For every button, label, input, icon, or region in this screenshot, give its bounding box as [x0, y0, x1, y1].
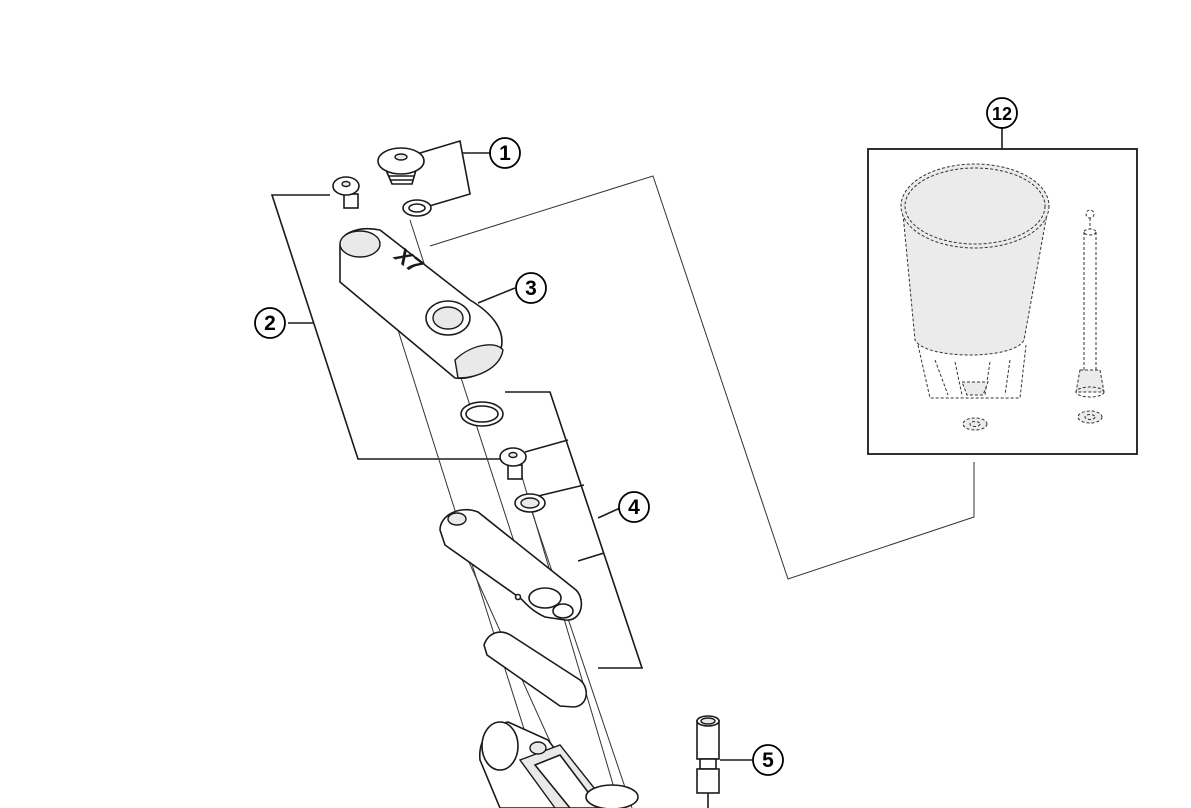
callout-2-label: 2: [264, 312, 276, 335]
callout-5-label: 5: [762, 749, 774, 772]
lever-body: [479, 721, 639, 808]
callout-12: 12: [986, 97, 1018, 129]
part-3-lever-cover: X7: [339, 228, 504, 380]
part-2-lower-bolt: [499, 447, 527, 480]
part-2-upper-bolt: [332, 176, 360, 209]
callout-4-label: 4: [628, 496, 640, 519]
callout-5: 5: [752, 744, 784, 776]
callout-3-label: 3: [525, 277, 537, 300]
part-5-pin: [696, 715, 720, 808]
callout-4: 4: [618, 491, 650, 523]
callout-12-label: 12: [992, 104, 1012, 124]
callout-2: 2: [254, 307, 286, 339]
callout-3: 3: [515, 272, 547, 304]
callout-1-label: 1: [499, 142, 511, 165]
part-4-seal-plates: [439, 401, 587, 708]
part-1-bleed-screw: [377, 147, 432, 217]
callout-1: 1: [489, 137, 521, 169]
part-12-bleed-kit: [867, 148, 1138, 455]
bracket-lines: [270, 128, 1003, 761]
